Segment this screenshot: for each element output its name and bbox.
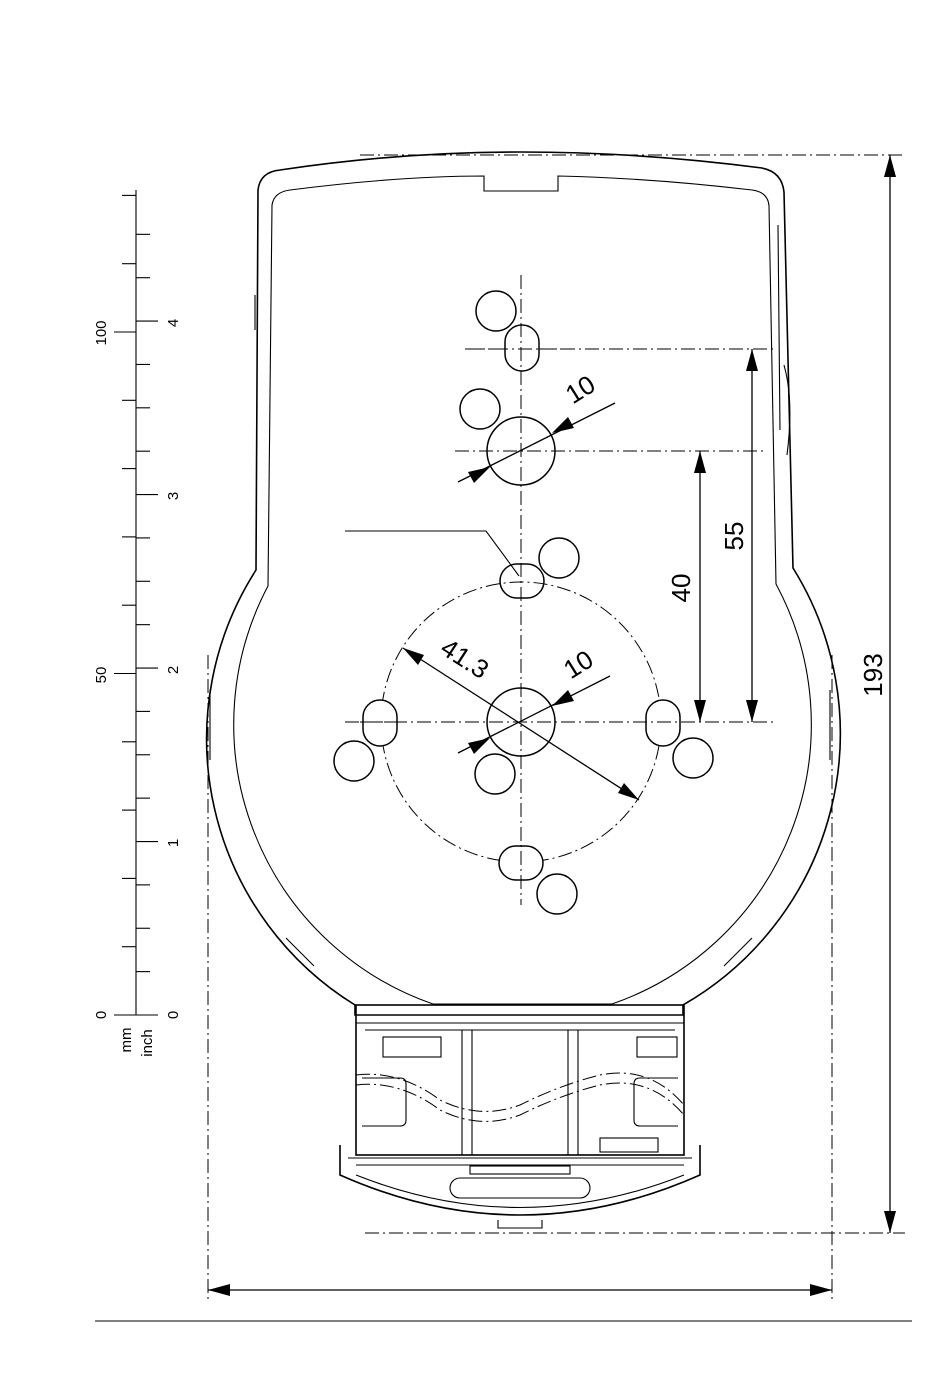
dimension-41-3-label: 41.3: [436, 632, 495, 685]
dimension-10-center-label: 10: [558, 644, 598, 685]
scale-unit-mm: mm: [118, 1028, 135, 1053]
dimension-10-upper-label: 10: [560, 369, 600, 410]
reference-lines: [208, 155, 905, 1300]
scale-label-inch-1: 1: [165, 839, 182, 847]
scale-label-mm-0: 0: [93, 1011, 110, 1019]
connector-block: [340, 1005, 700, 1228]
dimension-55-label: 55: [719, 522, 749, 551]
dimension-193-label: 193: [858, 653, 888, 696]
scale-bar: 0 50 100 0 1 2 3 4 mm inch: [93, 190, 182, 1057]
mounting-holes: [334, 275, 713, 914]
scale-label-inch-2: 2: [165, 666, 182, 674]
scale-label-inch-3: 3: [165, 492, 182, 500]
scale-unit-inch: inch: [139, 1029, 156, 1057]
dimension-40-label: 40: [666, 574, 696, 603]
scale-label-inch-4: 4: [165, 319, 182, 327]
scale-label-mm-50: 50: [93, 667, 110, 684]
scale-label-mm-100: 100: [93, 320, 110, 345]
scale-label-inch-0: 0: [165, 1011, 182, 1019]
leader-line: [345, 531, 519, 576]
